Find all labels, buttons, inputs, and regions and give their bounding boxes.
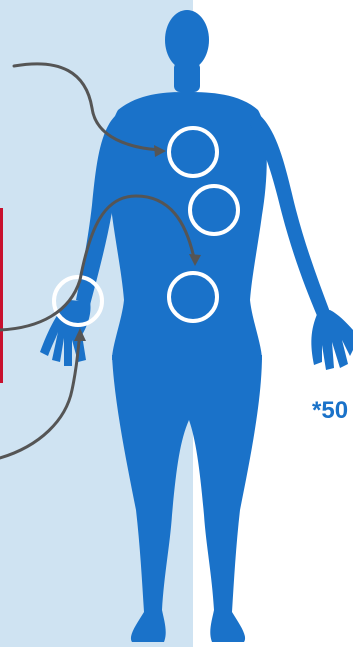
human-body-silhouette-icon xyxy=(40,10,353,642)
footnote-text: *50 xyxy=(312,397,348,425)
